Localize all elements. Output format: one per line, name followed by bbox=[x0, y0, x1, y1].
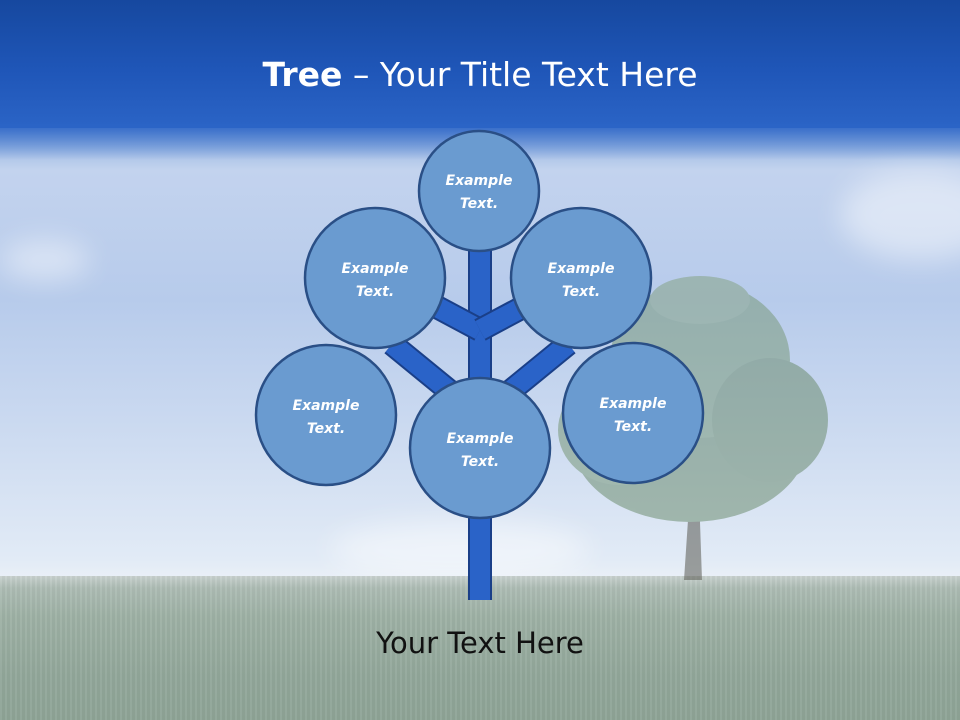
node-upper-left: Example Text. bbox=[303, 206, 447, 350]
node-label-line2: Text. bbox=[461, 454, 499, 470]
node-label-line2: Text. bbox=[460, 196, 498, 212]
node-label-line2: Text. bbox=[356, 284, 394, 300]
cloud bbox=[0, 240, 90, 280]
node-lower-right: Example Text. bbox=[561, 341, 705, 485]
node-label-line1: Example bbox=[600, 396, 667, 412]
node-center: Example Text. bbox=[408, 376, 552, 520]
slide-subtitle: Your Text Here bbox=[376, 626, 584, 660]
node-upper-right: Example Text. bbox=[509, 206, 653, 350]
node-circle bbox=[417, 129, 541, 253]
node-circle bbox=[303, 206, 447, 350]
node-label-line1: Example bbox=[548, 261, 615, 277]
slide-title-bold: Tree bbox=[262, 55, 343, 94]
node-circle bbox=[408, 376, 552, 520]
node-circle bbox=[561, 341, 705, 485]
node-label-line1: Example bbox=[447, 431, 514, 447]
header-band bbox=[0, 0, 960, 128]
slide-title: Tree – Your Title Text Here bbox=[0, 52, 960, 98]
node-label-line2: Text. bbox=[562, 284, 600, 300]
node-top: Example Text. bbox=[417, 129, 541, 253]
node-label-line2: Text. bbox=[307, 421, 345, 437]
node-label-line1: Example bbox=[446, 173, 513, 189]
slide-title-rest: – Your Title Text Here bbox=[342, 55, 698, 94]
node-label-line1: Example bbox=[342, 261, 409, 277]
node-lower-left: Example Text. bbox=[254, 343, 398, 487]
cloud bbox=[330, 520, 590, 580]
node-circle bbox=[509, 206, 653, 350]
tree-nodes: Example Text. Example Text. Example Text… bbox=[254, 129, 705, 520]
cloud bbox=[840, 170, 960, 260]
node-label-line1: Example bbox=[293, 398, 360, 414]
node-circle bbox=[254, 343, 398, 487]
node-label-line2: Text. bbox=[614, 419, 652, 435]
